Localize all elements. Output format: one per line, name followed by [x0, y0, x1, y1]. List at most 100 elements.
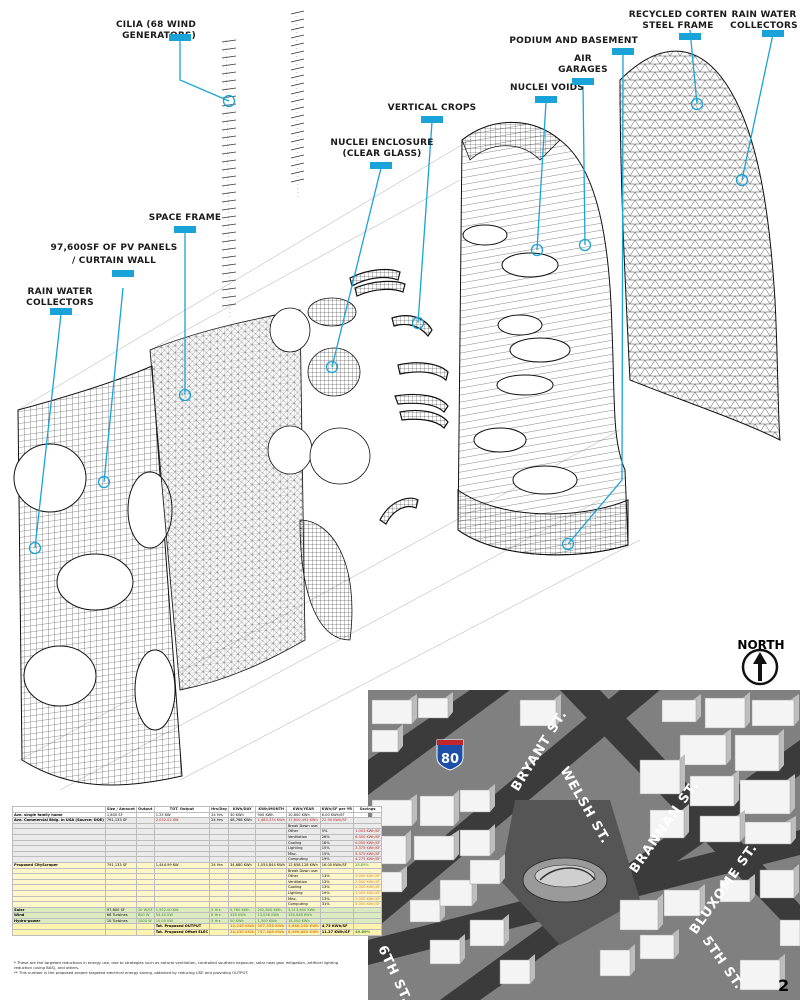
map-building — [719, 874, 755, 903]
map-building — [779, 919, 800, 947]
map-building — [499, 954, 535, 985]
table-cell: 17,800,493 KWh — [285, 817, 321, 824]
label-rain-water-left: RAIN WATER — [27, 287, 93, 297]
label-corten-2: STEEL FRAME — [642, 21, 714, 31]
tag-nuclei-enclosure — [370, 162, 392, 169]
wind-generator — [290, 170, 305, 175]
wind-generator — [290, 50, 305, 55]
map-building — [639, 929, 679, 960]
wind-generator — [290, 162, 305, 167]
tag-corten — [679, 33, 701, 40]
table-cell: 2.000 KWh/SF — [353, 895, 383, 903]
table-cell: Tot. Proposed Offset ELEC — [153, 929, 211, 936]
wind-generator — [221, 279, 237, 283]
label-air-garages-2: GARAGES — [558, 65, 608, 75]
map-building — [409, 894, 445, 923]
map-building — [417, 692, 453, 719]
map-building — [704, 692, 750, 729]
table-cell: 1,483,374 KWh — [255, 817, 287, 824]
map-buildings — [371, 692, 800, 991]
north-label: NORTH — [737, 638, 785, 652]
table-cell: 11.27 KWh/SF — [319, 929, 355, 936]
wind-generator — [221, 287, 237, 291]
tag-vertical-crops — [421, 116, 443, 123]
table-notes: * These are the targeted reductions in e… — [14, 960, 354, 975]
label-cilia: CILIA (68 WIND GENERATORS) — [116, 20, 196, 41]
map-building — [679, 729, 731, 766]
map-building — [459, 784, 495, 813]
label-pv-panels: 97,600SF OF PV PANELS — [50, 243, 178, 253]
wind-generator — [221, 199, 237, 203]
table-cell: 2.000 KWh/SF — [353, 873, 383, 880]
map-building — [751, 694, 799, 727]
map-building — [599, 944, 635, 977]
wind-generator — [290, 18, 305, 23]
tag-pv-panels — [112, 270, 134, 277]
wind-generator — [221, 247, 237, 251]
tower-floor-plates — [457, 121, 629, 556]
wind-generator — [221, 87, 237, 91]
tag-air-garages — [572, 78, 594, 85]
table-cell: 20 W/SF — [135, 906, 155, 914]
wind-generator — [290, 26, 305, 31]
map-building — [744, 816, 796, 845]
wind-generator — [221, 39, 237, 43]
label-rain-water-right-2: COLLECTORS — [730, 21, 798, 31]
cilia-wind-generators — [225, 11, 299, 321]
tag-podium — [612, 48, 634, 55]
map-building — [649, 804, 689, 839]
wind-generator — [290, 122, 305, 127]
wind-generator — [221, 135, 237, 139]
wind-generator — [221, 119, 237, 123]
vertical-crops — [349, 268, 449, 525]
map-building — [519, 694, 561, 727]
map-building — [439, 874, 477, 907]
wind-generator — [290, 34, 305, 39]
wind-generator — [221, 151, 237, 155]
table-header-cell: KWh/MONTH — [255, 806, 287, 813]
table-cell: 12,658,128 KWh — [285, 861, 321, 869]
site-map: 80 BRYANT ST. WELSH ST. BRANNAN ST. BLUX… — [368, 690, 800, 1000]
leader-lines — [28, 29, 774, 555]
table-cell: 2.000 KWh/SF — [353, 884, 383, 891]
table-cell: 6.300 KWh/SF — [353, 834, 383, 841]
tag-rain-water-right — [762, 30, 784, 37]
table-cell: 1,054,844 KWh — [255, 861, 287, 869]
table-row: Ave. Commercial Bldg. in USA (Source: DO… — [12, 817, 383, 824]
table-cell: 1000 W — [135, 917, 155, 925]
table-cell: 5.000 KWh/SF — [353, 901, 383, 908]
label-rain-water-right: RAIN WATER — [731, 10, 797, 20]
label-podium: PODIUM AND BASEMENT — [509, 36, 638, 46]
map-building — [371, 694, 417, 725]
interstate-80-shield: 80 — [436, 739, 464, 771]
tag-cilia — [169, 34, 191, 41]
wind-generator — [290, 98, 305, 103]
tag-space-frame — [174, 226, 196, 233]
wind-generator — [290, 138, 305, 143]
wind-generator — [221, 263, 237, 267]
wind-generator — [221, 159, 237, 163]
wind-generator — [221, 47, 237, 51]
map-building — [429, 934, 465, 965]
map-building — [699, 810, 745, 843]
wind-generator — [290, 130, 305, 135]
table-cell: 2.000 KWh/SF — [353, 878, 383, 886]
note-1: * These are the targeted reductions in e… — [14, 960, 339, 970]
wind-generator — [221, 207, 237, 211]
table-cell — [135, 929, 155, 936]
wind-generator — [221, 215, 237, 219]
wind-generator — [290, 58, 305, 63]
label-vertical-crops: VERTICAL CROPS — [387, 103, 477, 113]
label-pv-panels-2: / CURTAIN WALL — [71, 256, 157, 266]
map-building — [413, 830, 459, 861]
highway-number: 80 — [441, 752, 459, 767]
label-nuclei-enclosure-2: (CLEAR GLASS) — [342, 149, 422, 159]
label-nuclei-enclosure: NUCLEI ENCLOSURE — [330, 138, 434, 148]
